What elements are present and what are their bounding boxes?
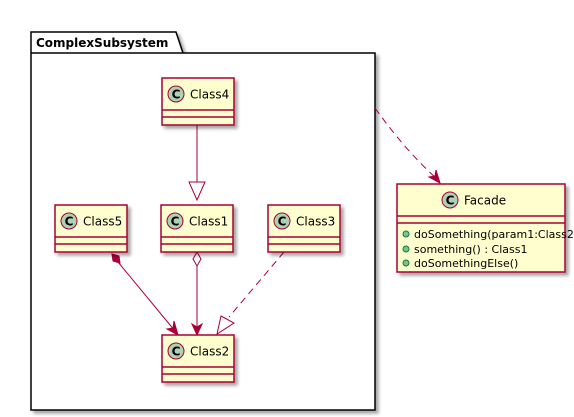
class-box-facade[interactable]: C Facade doSomething(param1:Class2) some… <box>396 183 574 273</box>
class-stereotype: C <box>172 345 181 359</box>
generalization-class1-class4 <box>188 125 206 202</box>
class-c-circle-icon: C <box>441 191 459 209</box>
operation-row: something() : Class1 <box>402 243 527 256</box>
public-method-circle-icon <box>402 230 410 238</box>
class-c-circle-icon: C <box>167 85 185 103</box>
class-box-class1[interactable]: C Class1 <box>160 204 234 253</box>
relations <box>111 107 441 337</box>
class-name: Class1 <box>189 215 228 229</box>
class-box-class3[interactable]: C Class3 <box>267 204 341 253</box>
realization-class3-class2 <box>216 251 285 336</box>
class-c-circle-icon: C <box>167 342 185 360</box>
class-name: Class4 <box>190 88 229 102</box>
class-box-class2[interactable]: C Class2 <box>161 334 235 383</box>
composition-class5-class2 <box>111 253 179 337</box>
operation-row: doSomethingElse() <box>402 257 518 270</box>
operation-text: doSomething(param1:Class2) <box>414 228 574 241</box>
operation-text: doSomethingElse() <box>414 257 518 270</box>
class-name: Class5 <box>83 215 122 229</box>
package-title: ComplexSubsystem <box>36 36 168 50</box>
public-method-circle-icon <box>402 259 410 267</box>
class-c-circle-icon: C <box>273 212 291 230</box>
class-name: Class2 <box>190 345 229 359</box>
class-box-class5[interactable]: C Class5 <box>54 204 128 253</box>
class-c-circle-icon: C <box>60 212 78 230</box>
aggregation-class1-class2 <box>190 250 204 337</box>
dependency-package-facade <box>374 107 441 185</box>
class-box-class4[interactable]: C Class4 <box>161 77 235 126</box>
class-stereotype: C <box>65 215 74 229</box>
class-stereotype: C <box>278 215 287 229</box>
class-name: Class3 <box>296 215 335 229</box>
operation-row: doSomething(param1:Class2) <box>402 228 574 241</box>
class-name: Facade <box>464 194 506 208</box>
class-stereotype: C <box>171 215 180 229</box>
public-method-circle-icon <box>402 245 410 253</box>
operation-text: something() : Class1 <box>414 243 527 256</box>
class-c-circle-icon: C <box>166 212 184 230</box>
class-stereotype: C <box>172 88 181 102</box>
class-stereotype: C <box>446 194 455 208</box>
